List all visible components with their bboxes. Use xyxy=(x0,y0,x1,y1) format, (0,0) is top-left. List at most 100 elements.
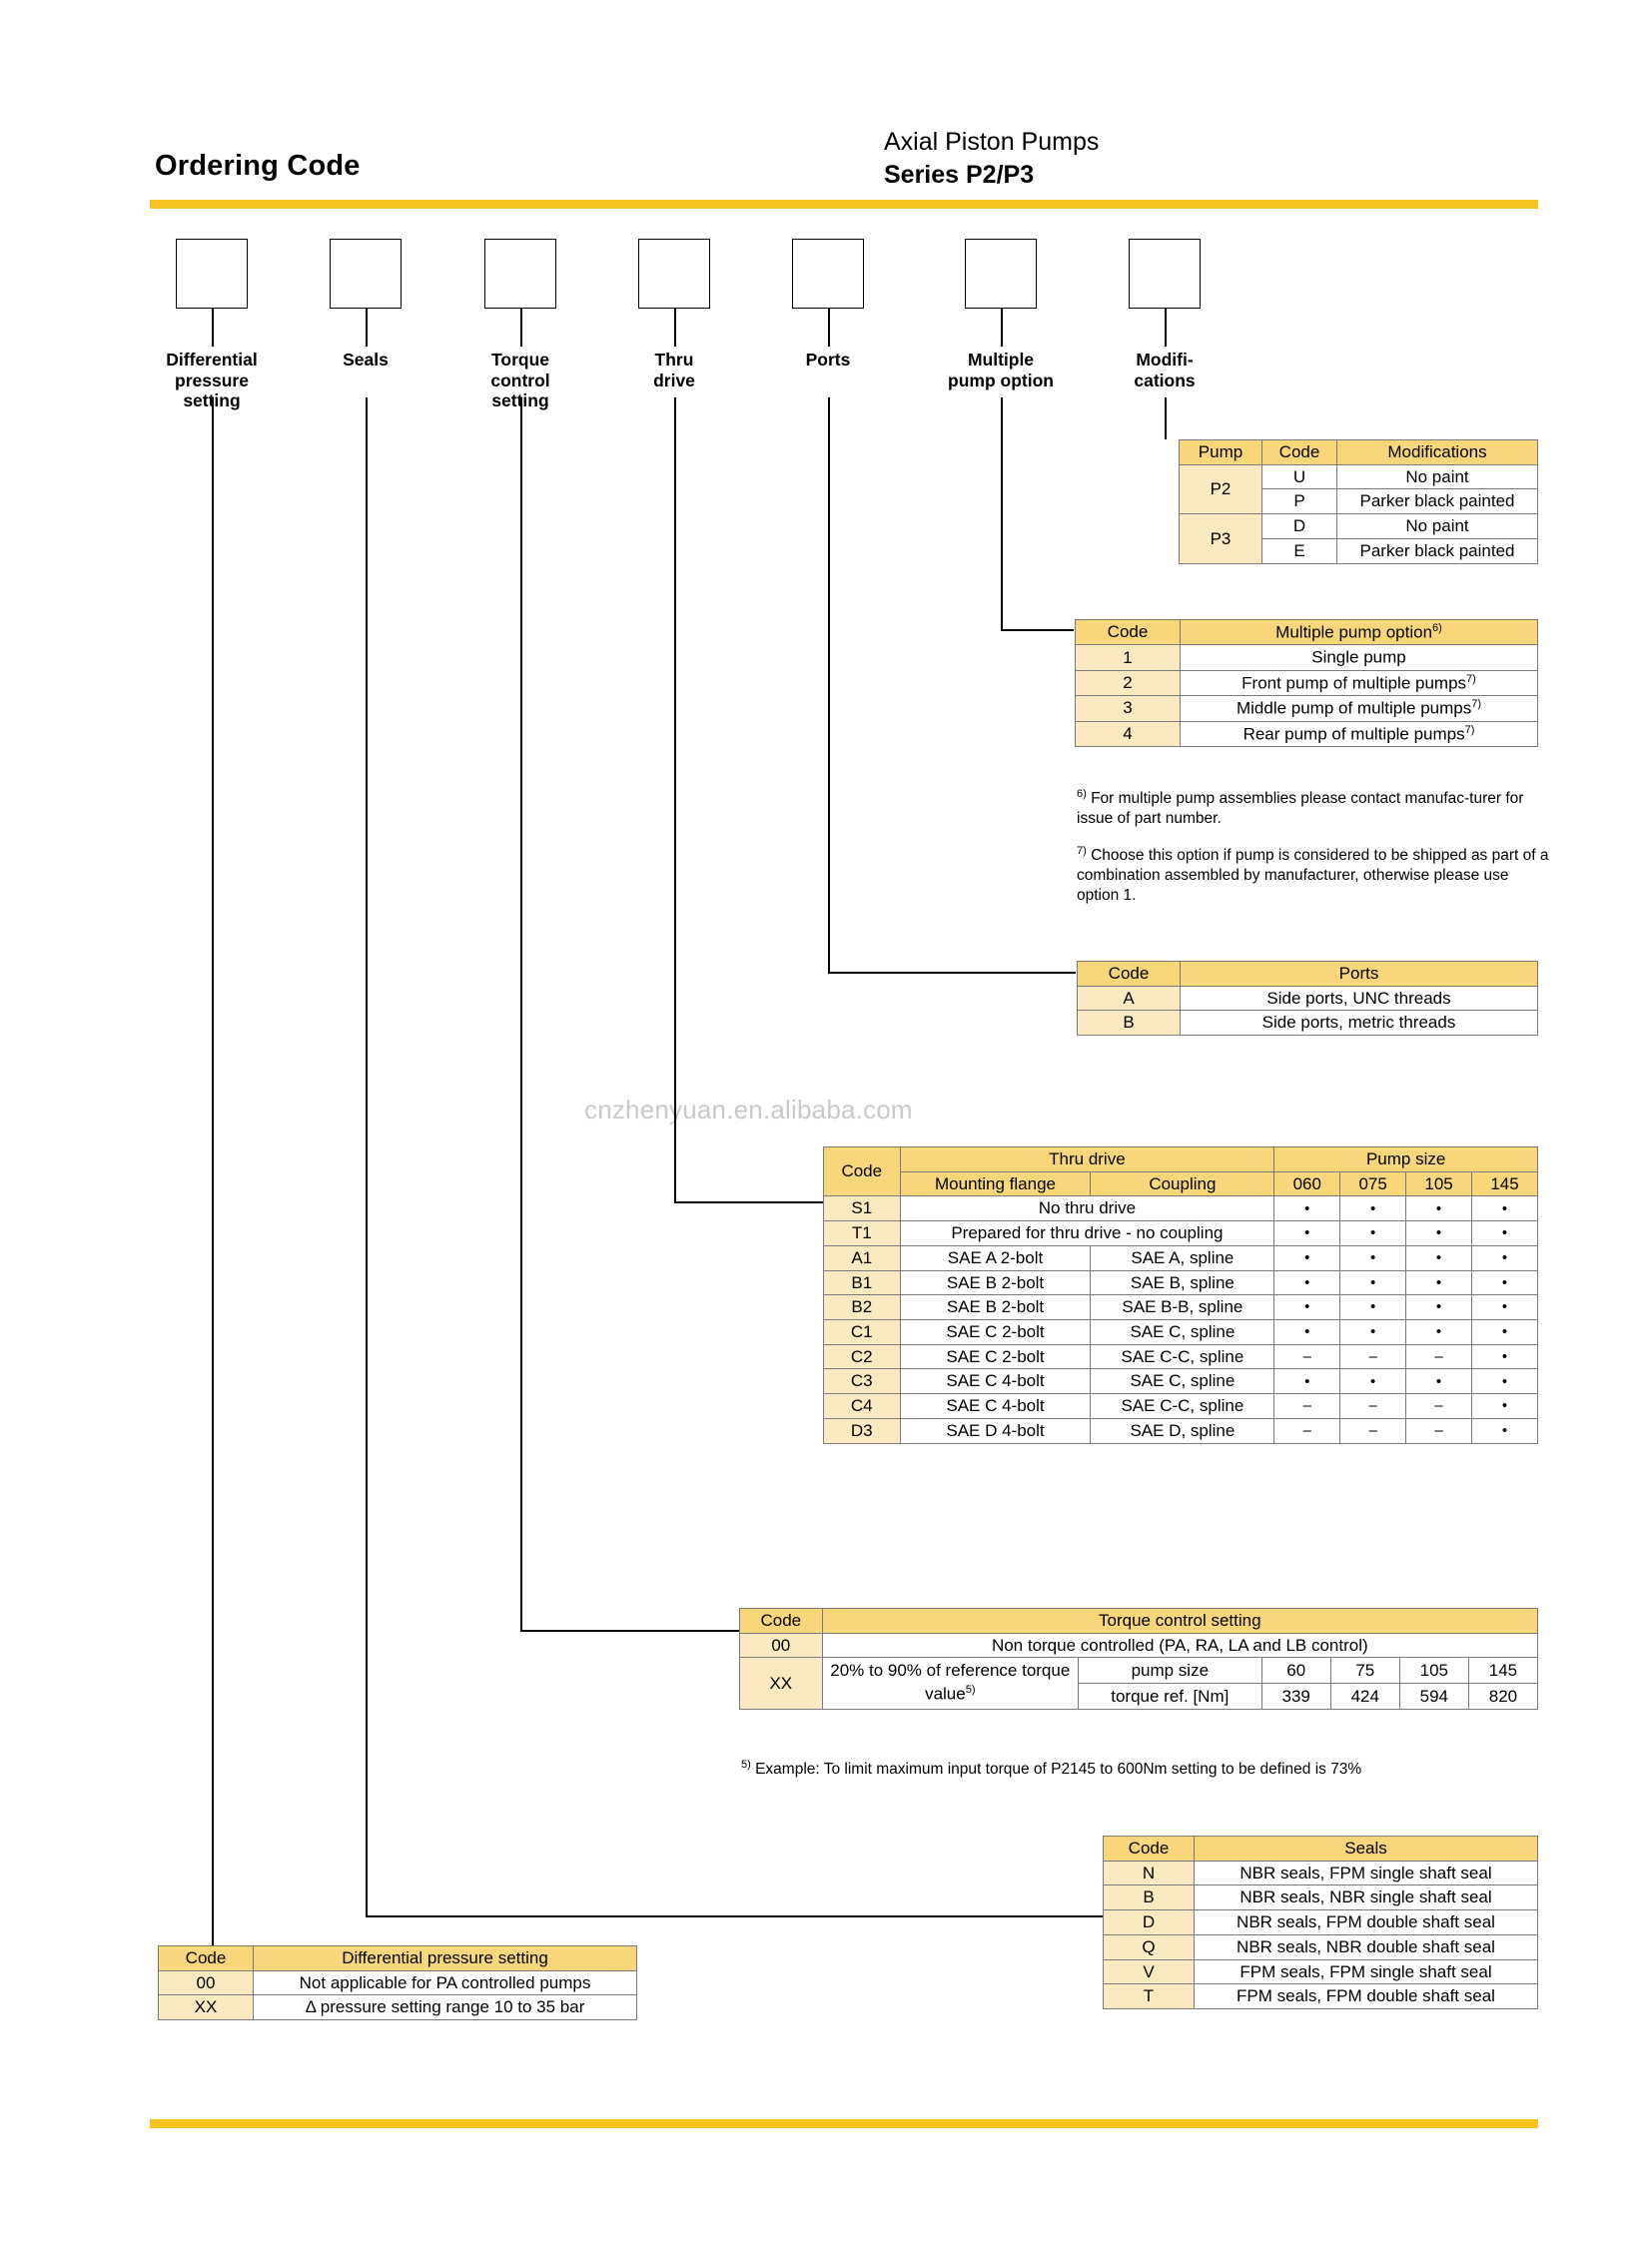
cell-mark: – xyxy=(1405,1393,1473,1419)
code-box-seals[interactable] xyxy=(330,239,402,309)
cell-mark: – xyxy=(1273,1393,1341,1419)
col-header-coupling: Coupling xyxy=(1090,1170,1275,1197)
table-row: XX 20% to 90% of reference torque value5… xyxy=(739,1657,1539,1710)
table-row: A Side ports, UNC threads xyxy=(1077,985,1538,1012)
table-header-row: Code Multiple pump option6) xyxy=(1075,618,1538,646)
cell-coupling: SAE B-B, spline xyxy=(1090,1294,1275,1321)
cell-superscript: 7) xyxy=(1466,672,1476,685)
table-row: D NBR seals, FPM double shaft seal xyxy=(1103,1909,1538,1935)
cell-coupling: SAE C-C, spline xyxy=(1090,1393,1275,1419)
subtitle-line-2: Series P2/P3 xyxy=(884,160,1035,189)
cell-mark: • xyxy=(1471,1244,1538,1271)
cell-flange: SAE C 4-bolt xyxy=(899,1393,1092,1419)
cell-text: NBR seals, FPM single shaft seal xyxy=(1194,1860,1538,1886)
code-box-modifications[interactable] xyxy=(1129,239,1201,309)
stub-line-thru-drive xyxy=(674,309,676,347)
code-box-differential-pressure[interactable] xyxy=(176,239,248,309)
col-header-pump-size: Pump size xyxy=(1273,1146,1538,1172)
cell-mark: – xyxy=(1405,1417,1473,1444)
cell-flange: SAE C 2-bolt xyxy=(899,1343,1092,1370)
code-box-multiple-pump[interactable] xyxy=(965,239,1037,309)
torque-control-table: Code Torque control setting 00 Non torqu… xyxy=(739,1608,1539,1710)
stub-line-differential-pressure xyxy=(212,309,214,347)
cell-mark: • xyxy=(1471,1343,1538,1370)
col-header-mounting-flange: Mounting flange xyxy=(899,1170,1092,1197)
footnote-text: Choose this option if pump is considered… xyxy=(1077,847,1549,905)
differential-pressure-table: Code Differential pressure setting 00 No… xyxy=(158,1945,637,2021)
modifications-table: Pump Code Modifications P2 U No paint P … xyxy=(1179,439,1538,564)
footnote-text: Example: To limit maximum input torque o… xyxy=(755,1761,1362,1779)
cell-pump-p2: P2 xyxy=(1179,463,1262,515)
cell-pump-size: 75 xyxy=(1329,1657,1400,1685)
cell-mark: • xyxy=(1471,1417,1538,1444)
cell-flange: SAE C 2-bolt xyxy=(899,1319,1092,1345)
leader-torque-elbow xyxy=(520,1630,740,1632)
code-box-torque-control[interactable] xyxy=(484,239,556,309)
cell-text: Side ports, metric threads xyxy=(1180,1010,1538,1037)
cell-text-value: Middle pump of multiple pumps xyxy=(1236,698,1472,718)
leader-multiple-pump-elbow xyxy=(1001,629,1074,631)
code-box-ports[interactable] xyxy=(792,239,864,309)
cell-torque-ref: 594 xyxy=(1398,1683,1469,1710)
col-header-code: Code xyxy=(823,1145,901,1197)
cell-code: T1 xyxy=(823,1220,901,1246)
table-row: B NBR seals, NBR single shaft seal xyxy=(1103,1884,1538,1911)
cell-code: C4 xyxy=(823,1393,901,1419)
cell-code: 2 xyxy=(1075,669,1181,697)
stub-line-modifications xyxy=(1165,309,1167,347)
subtitle-line-1: Axial Piston Pumps xyxy=(884,128,1100,156)
cell-code: B2 xyxy=(823,1294,901,1321)
reference-torque-text: 20% to 90% of reference torque value xyxy=(830,1661,1071,1705)
watermark-text: cnzhenyuan.en.alibaba.com xyxy=(584,1095,913,1125)
cell-code-00: 00 xyxy=(739,1632,823,1659)
cell-mark: – xyxy=(1405,1343,1473,1370)
cell-superscript: 7) xyxy=(1471,698,1482,711)
col-header-torque-control-setting: Torque control setting xyxy=(821,1608,1539,1634)
cell-text: Δ pressure setting range 10 to 35 bar xyxy=(253,1994,637,2021)
footnote-5: 5) Example: To limit maximum input torqu… xyxy=(741,1758,1550,1780)
cell-text: NBR seals, FPM double shaft seal xyxy=(1194,1909,1538,1935)
cell-span-text: No thru drive xyxy=(899,1195,1275,1222)
col-header-differential-pressure-setting: Differential pressure setting xyxy=(253,1945,637,1971)
cell-mark: • xyxy=(1405,1368,1473,1395)
table-row: T1 Prepared for thru drive - no coupling… xyxy=(823,1220,1538,1246)
table-row: 00 Not applicable for PA controlled pump… xyxy=(158,1969,637,1996)
cell-mark: – xyxy=(1339,1393,1407,1419)
cell-code: C1 xyxy=(823,1319,901,1345)
table-row: E Parker black painted xyxy=(1180,537,1538,564)
cell-text: Middle pump of multiple pumps7) xyxy=(1180,695,1538,722)
col-header-code: Code xyxy=(1075,618,1181,646)
cell-pump-size-label: pump size xyxy=(1077,1657,1262,1685)
col-header-pump: Pump xyxy=(1179,439,1262,465)
cell-mark: • xyxy=(1339,1294,1407,1321)
cell-mark: • xyxy=(1405,1220,1473,1246)
table-row: D3 SAE D 4-bolt SAE D, spline – – – • xyxy=(823,1417,1538,1444)
cell-code: P xyxy=(1261,488,1337,515)
table-header-row: Code Differential pressure setting xyxy=(158,1945,637,1971)
cell-code: B xyxy=(1103,1884,1195,1911)
cell-mark: • xyxy=(1471,1195,1538,1222)
cell-code: 3 xyxy=(1075,695,1181,722)
cell-code: XX xyxy=(158,1994,254,2021)
footnote-text: For multiple pump assemblies please cont… xyxy=(1077,790,1524,828)
cell-mark: • xyxy=(1471,1368,1538,1395)
leader-multiple-pump-drop xyxy=(1001,397,1003,629)
cell-code: T xyxy=(1103,1983,1195,2010)
table-row: C1 SAE C 2-bolt SAE C, spline • • • • xyxy=(823,1319,1538,1345)
cell-mark: • xyxy=(1405,1294,1473,1321)
cell-pump-size: 105 xyxy=(1398,1657,1469,1685)
table-row: B2 SAE B 2-bolt SAE B-B, spline • • • • xyxy=(823,1294,1538,1321)
cell-coupling: SAE D, spline xyxy=(1090,1417,1275,1444)
cell-text: NBR seals, NBR double shaft seal xyxy=(1194,1933,1538,1960)
code-box-thru-drive[interactable] xyxy=(638,239,710,309)
cell-code: 00 xyxy=(158,1969,254,1996)
stub-line-ports xyxy=(828,309,830,347)
cell-code: U xyxy=(1261,463,1337,490)
cell-mark: • xyxy=(1405,1269,1473,1296)
cell-mark: – xyxy=(1339,1343,1407,1370)
cell-non-torque-controlled: Non torque controlled (PA, RA, LA and LB… xyxy=(821,1632,1539,1659)
col-header-superscript: 6) xyxy=(1432,622,1442,634)
cell-superscript: 7) xyxy=(1464,723,1475,736)
cell-coupling: SAE C-C, spline xyxy=(1090,1343,1275,1370)
cell-flange: SAE A 2-bolt xyxy=(899,1244,1092,1271)
